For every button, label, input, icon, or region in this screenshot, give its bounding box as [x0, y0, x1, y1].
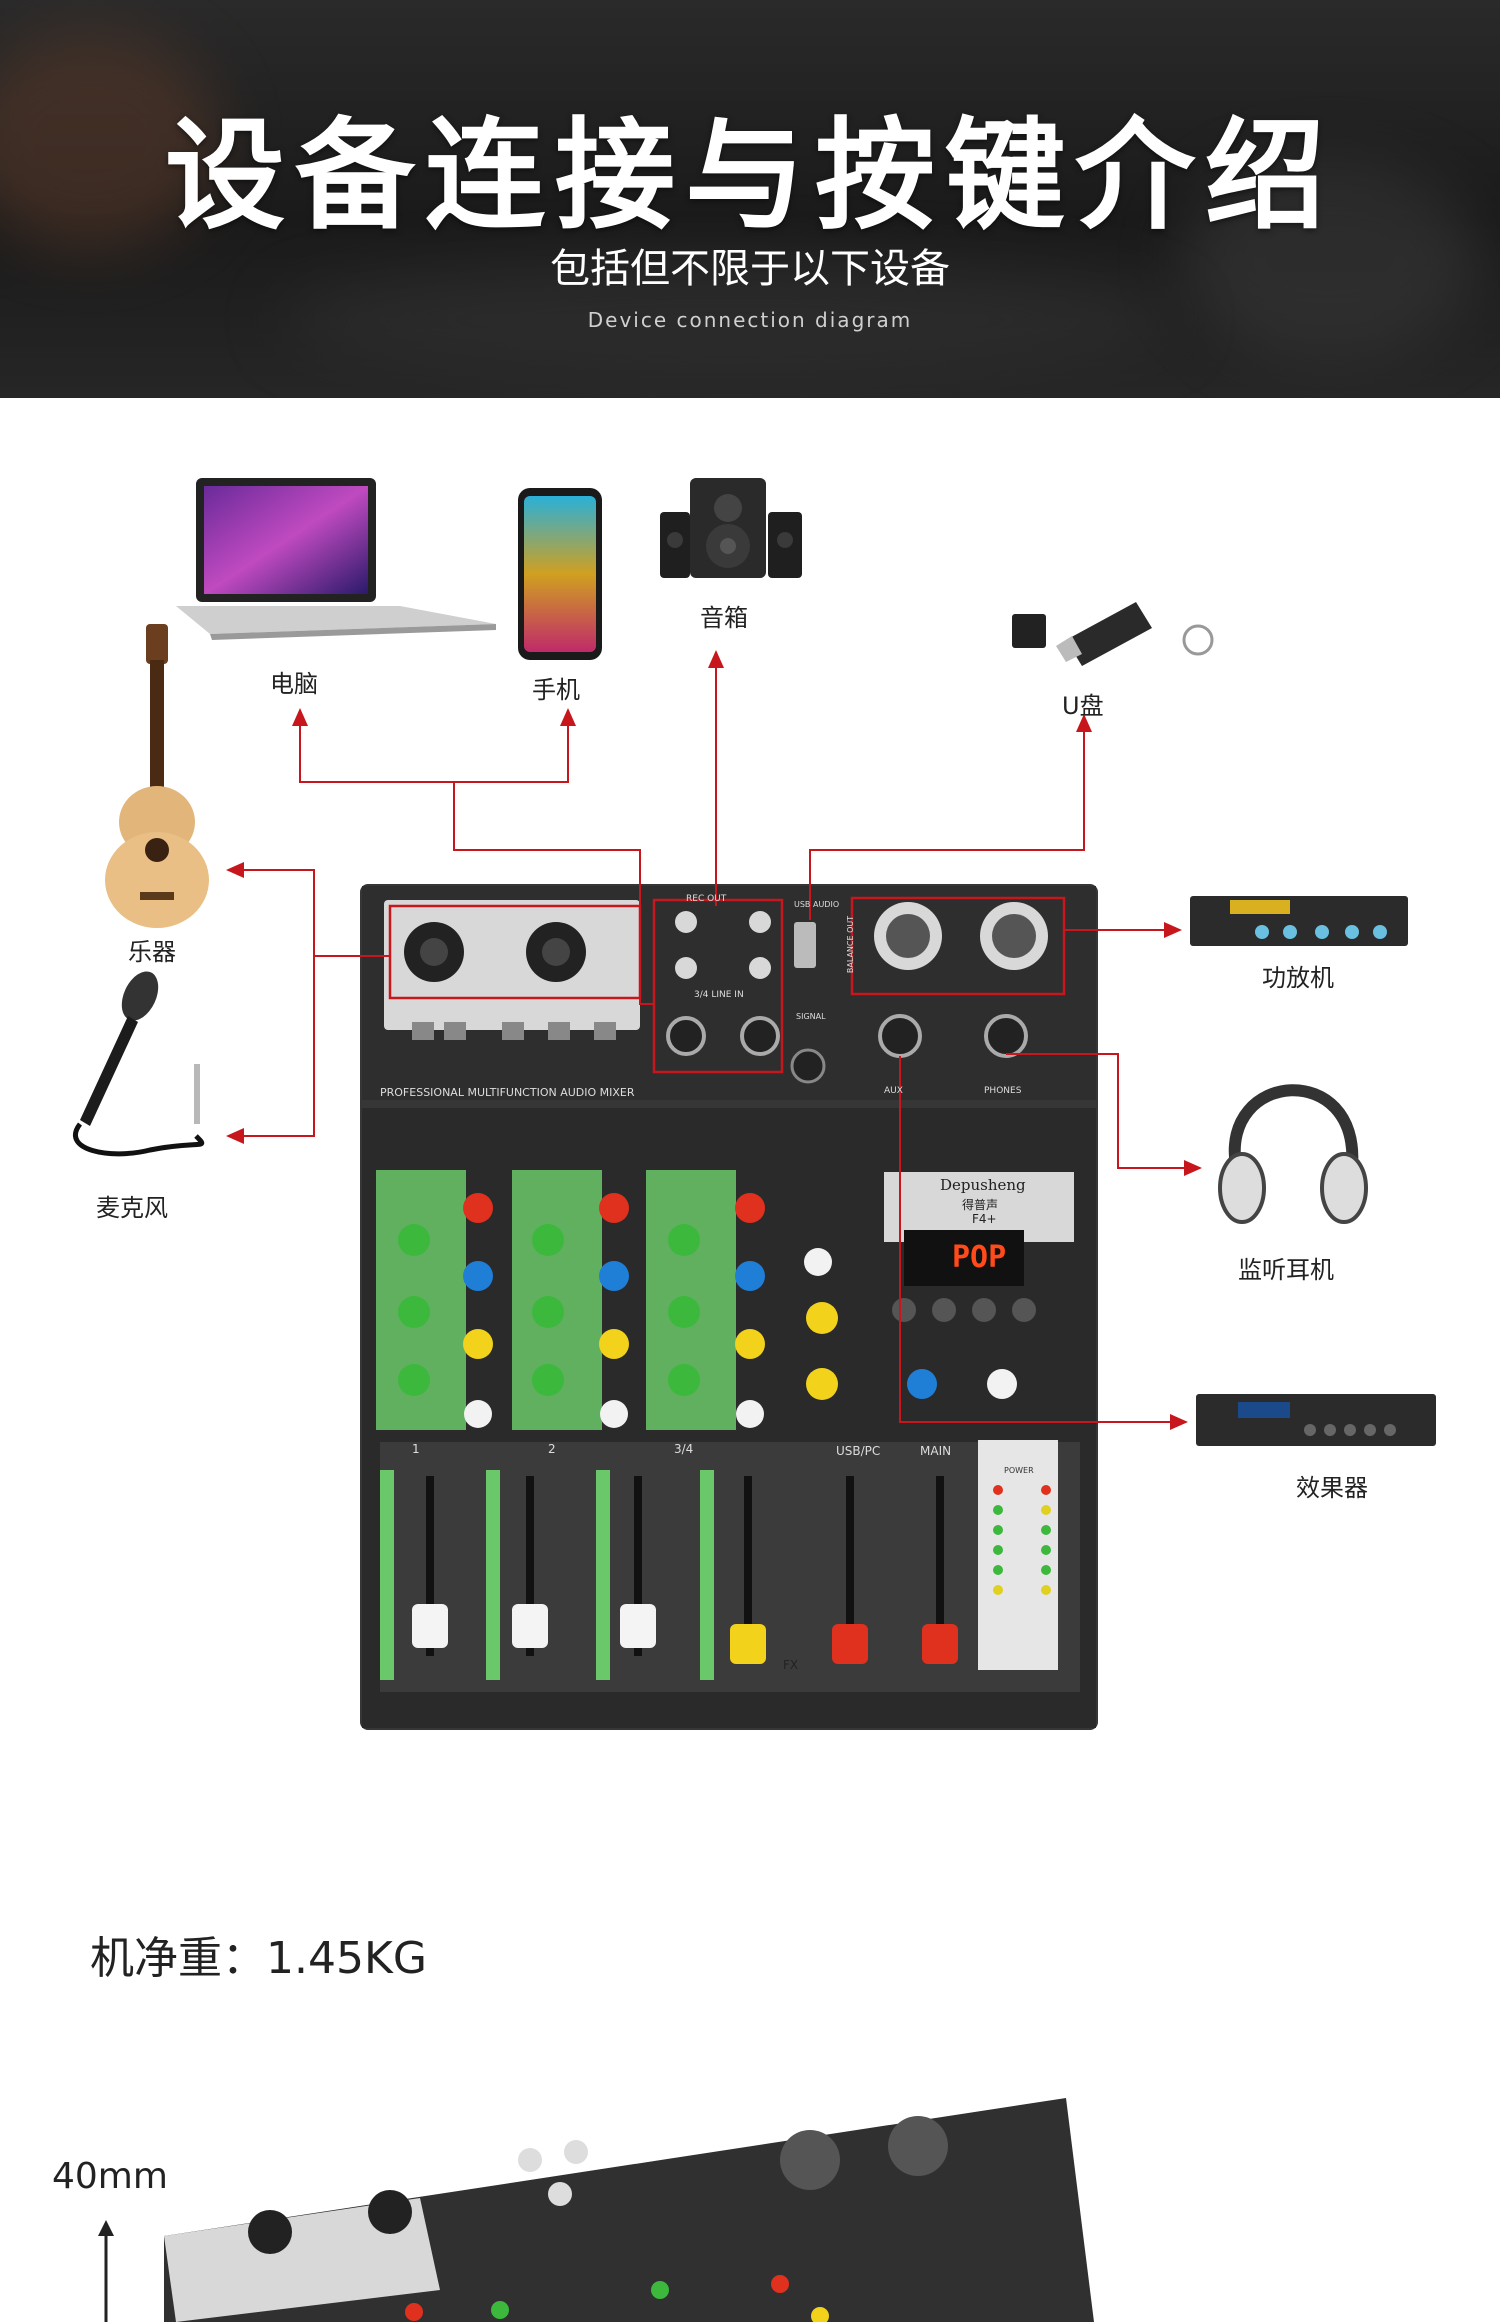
- page-title: 设备连接与按键介绍: [165, 107, 1335, 246]
- computer-label: 电脑: [270, 670, 318, 698]
- channel-main-label: MAIN: [920, 1444, 952, 1458]
- phone-label: 手机: [532, 676, 580, 704]
- speaker-image: [660, 478, 802, 578]
- height-spec: 40mm: [52, 2156, 168, 2197]
- mixer-image: [360, 884, 1098, 1730]
- weight-spec: 机净重：1.45KG: [90, 1933, 427, 1984]
- balance-out-label: BALANCE OUT: [846, 915, 856, 974]
- knob-row: [398, 1193, 1017, 1428]
- effects-unit-image: [1196, 1394, 1436, 1446]
- amplifier-image: [1190, 896, 1408, 946]
- phones-label: PHONES: [984, 1086, 1022, 1096]
- bg-blur: [1180, 160, 1480, 360]
- hero-banner: 设备连接与按键介绍 包括但不限于以下设备 Device connection d…: [0, 0, 1500, 398]
- instrument-label: 乐器: [128, 938, 176, 966]
- ukulele-image: [105, 624, 209, 928]
- line-in-label: 3/4 LINE IN: [694, 990, 744, 1000]
- headphones-image: [1218, 1084, 1368, 1224]
- channel-1-label: 1: [412, 1442, 420, 1456]
- signal-label: SIGNAL: [796, 1012, 826, 1021]
- usb-audio-label: USB AUDIO: [794, 900, 840, 909]
- usb-label: U盘: [1062, 692, 1104, 720]
- channel-2-label: 2: [548, 1442, 556, 1456]
- fx-label: FX: [783, 1658, 799, 1672]
- connection-lines: [226, 650, 1202, 1430]
- bg-blur: [0, 30, 220, 250]
- mixer-model: F4+: [972, 1212, 997, 1226]
- microphone-image: [72, 971, 205, 1157]
- bg-blur: [280, 260, 1180, 380]
- mic-label: 麦克风: [96, 1194, 168, 1222]
- mixer-brand: Depusheng: [940, 1176, 1026, 1194]
- phone-image: [518, 488, 602, 660]
- aux-label: AUX: [884, 1086, 903, 1096]
- channel-usb-label: USB/PC: [836, 1444, 881, 1458]
- rec-out-label: REC OUT: [686, 894, 727, 904]
- effects-label: 效果器: [1296, 1474, 1368, 1502]
- mixer-side-view: [98, 2098, 1094, 2322]
- mixer-brand-cn: 得普声: [962, 1198, 999, 1212]
- channel-34-label: 3/4: [674, 1442, 694, 1456]
- amp-label: 功放机: [1262, 964, 1334, 992]
- laptop-image: [176, 478, 496, 640]
- usb-drive-image: [1012, 602, 1214, 666]
- speaker-label: 音箱: [700, 604, 748, 632]
- headphones-label: 监听耳机: [1238, 1256, 1334, 1284]
- power-label: POWER: [1004, 1466, 1034, 1475]
- page-english-subtitle: Device connection diagram: [587, 308, 913, 332]
- page-subtitle: 包括但不限于以下设备: [550, 246, 950, 292]
- mixer-panel-text: PROFESSIONAL MULTIFUNCTION AUDIO MIXER: [380, 1086, 635, 1099]
- mixer-display: POP: [952, 1240, 1007, 1275]
